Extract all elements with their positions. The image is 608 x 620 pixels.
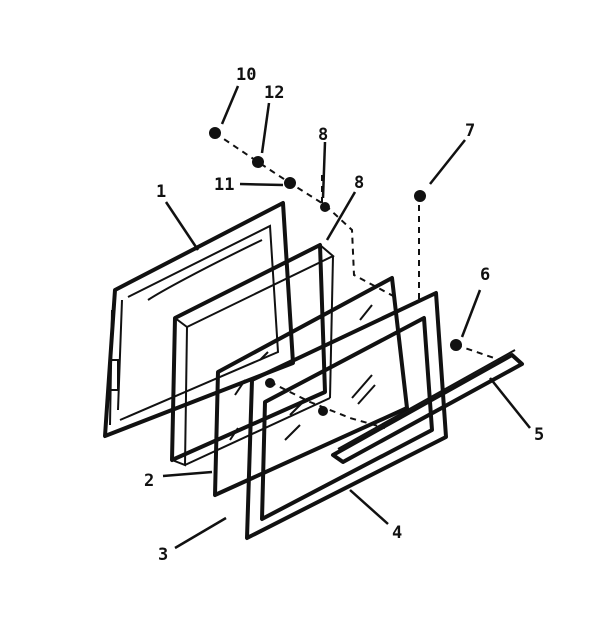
plug-10 (209, 127, 221, 139)
screw-8-top (320, 202, 330, 212)
callout-8-lower: 8 (354, 173, 364, 193)
screw-7 (414, 190, 426, 202)
inner-door-panel (103, 201, 295, 438)
assembly-lines (214, 132, 501, 429)
frame-screw-a (265, 378, 275, 388)
door-handle (331, 349, 524, 464)
leader-lines (162, 85, 531, 550)
callout-7: 7 (465, 121, 475, 141)
callout-labels: 1 2 3 4 5 6 7 8 8 10 11 12 (144, 65, 544, 565)
hardware (209, 127, 462, 416)
glass-panel (213, 276, 409, 497)
outer-door-frame (245, 291, 448, 540)
callout-5: 5 (534, 425, 544, 445)
callout-8-upper: 8 (318, 125, 328, 145)
screw-6 (450, 339, 462, 351)
callout-4: 4 (392, 523, 402, 543)
callout-3: 3 (158, 545, 168, 565)
callout-6: 6 (480, 265, 490, 285)
insulation-block (170, 243, 335, 467)
plug-12 (252, 156, 264, 168)
callout-1: 1 (156, 182, 166, 202)
callout-10: 10 (236, 65, 256, 85)
screw-11 (284, 177, 296, 189)
frame-screw-b (318, 406, 328, 416)
callout-2: 2 (144, 471, 154, 491)
callout-11: 11 (214, 175, 234, 195)
callout-12: 12 (264, 83, 284, 103)
